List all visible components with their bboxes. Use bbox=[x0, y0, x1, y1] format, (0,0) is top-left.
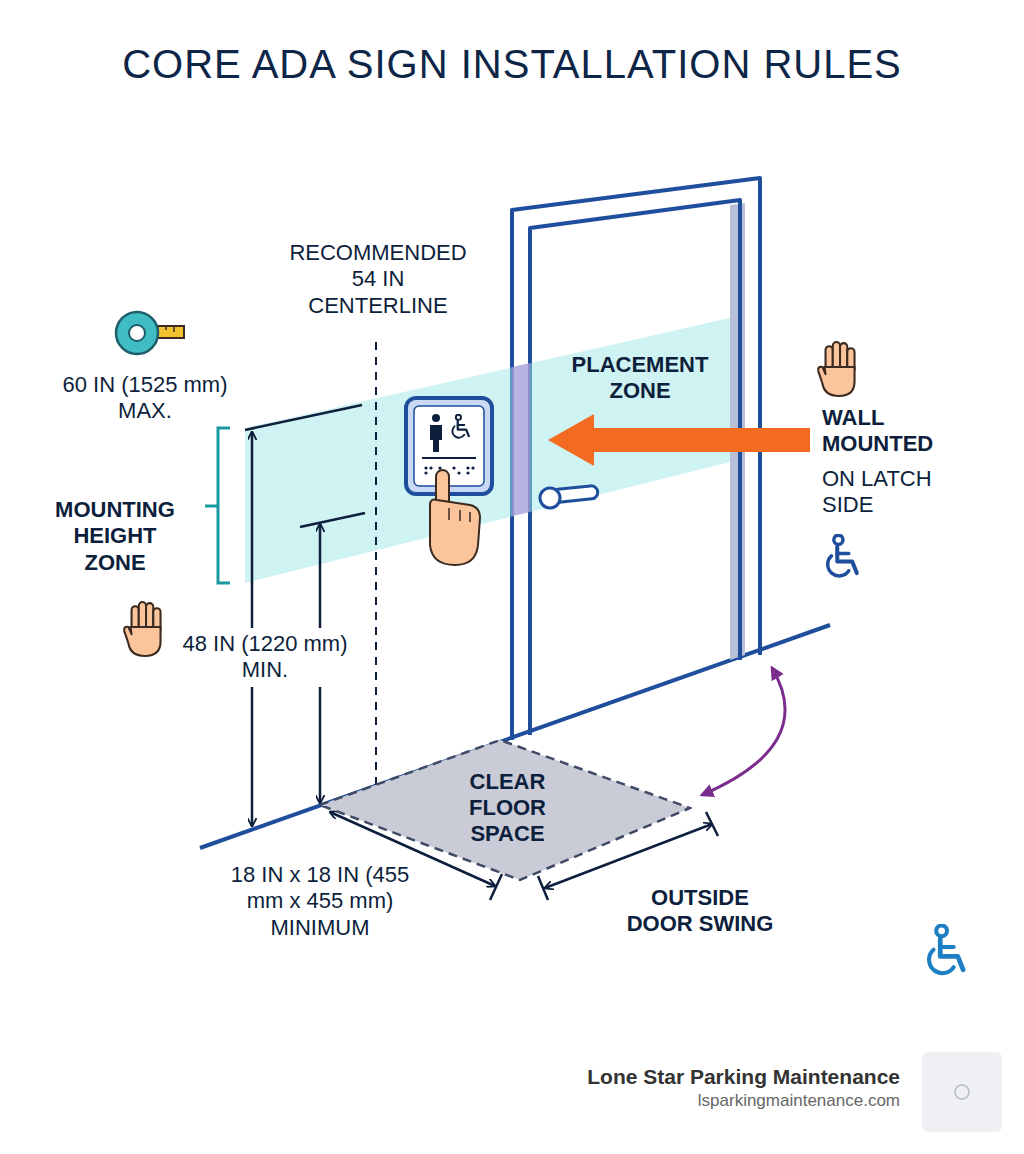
wheelchair-icon bbox=[929, 925, 963, 973]
dimension-tick bbox=[490, 874, 502, 900]
placement-note: WALL MOUNTED bbox=[822, 405, 962, 458]
node-text: CLEAR FLOOR SPACE bbox=[443, 769, 573, 848]
pointer-arrow bbox=[548, 414, 810, 466]
dimension-tick bbox=[300, 513, 365, 527]
floor-space-area: CLEAR FLOOR SPACE bbox=[318, 738, 692, 882]
company-name: Lone Star Parking Maintenance bbox=[520, 1064, 900, 1089]
wheelchair-icon bbox=[828, 535, 857, 576]
pointing-hand bbox=[430, 470, 480, 565]
tape-measure-icon bbox=[116, 312, 184, 354]
door-swing-arrow bbox=[702, 668, 785, 795]
centerline bbox=[375, 342, 377, 790]
floor-space-outline bbox=[320, 740, 690, 880]
dimension-tick bbox=[706, 812, 718, 836]
website-url: lsparkingmaintenance.com bbox=[520, 1091, 900, 1111]
door-handle bbox=[540, 485, 598, 508]
diagram-title: CORE ADA SIGN INSTALLATION RULES bbox=[0, 40, 1024, 88]
zone-label: PLACEMENT ZONE bbox=[565, 352, 715, 405]
logo-box bbox=[922, 1052, 1002, 1132]
dimension-tick bbox=[245, 405, 362, 430]
floor-dimension-label: 18 IN x 18 IN (455 mm x 455 mm) MINIMUM bbox=[215, 862, 425, 941]
max-height-label: 60 IN (1525 mm) MAX. bbox=[60, 372, 230, 425]
jamb-highlight bbox=[512, 363, 530, 516]
zone-bracket bbox=[205, 428, 230, 583]
hand-icon bbox=[818, 342, 854, 396]
centerline-label: RECOMMENDED 54 IN CENTERLINE bbox=[283, 240, 473, 319]
zone-label: MOUNTING HEIGHT ZONE bbox=[40, 497, 190, 576]
door-swing-label: OUTSIDE DOOR SWING bbox=[620, 885, 780, 938]
placement-note: ON LATCH SIDE bbox=[822, 466, 962, 519]
min-height-label: 48 IN (1220 mm) MIN. bbox=[180, 628, 350, 687]
hand-icon bbox=[124, 602, 160, 656]
dimension-tick bbox=[538, 876, 548, 900]
